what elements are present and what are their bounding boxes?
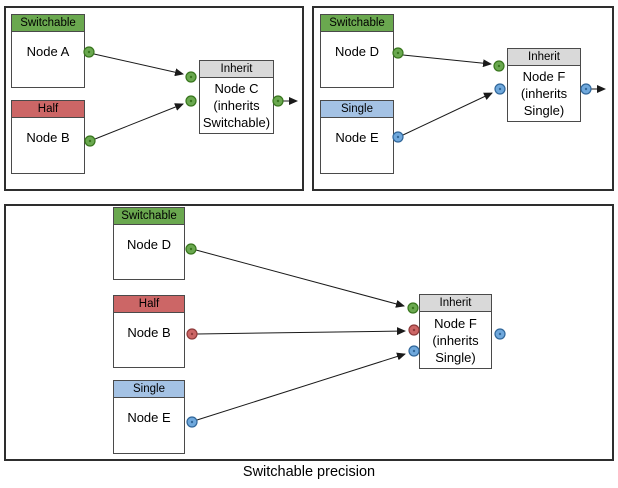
node-d-bottom: Switchable Node D — [113, 207, 185, 280]
node-b-bottom: Half Node B — [113, 295, 185, 368]
node-e-header: Single — [321, 101, 393, 118]
node-e-bottom-header: Single — [114, 381, 184, 398]
figure-caption: Switchable precision — [242, 464, 376, 480]
node-b-header: Half — [12, 101, 84, 118]
node-d-bottom-header: Switchable — [114, 208, 184, 225]
node-e-label: Node E — [335, 130, 379, 145]
node-f-bottom-header: Inherit — [420, 295, 491, 312]
node-f: Inherit Node F (inherits Single) — [507, 48, 581, 122]
node-e-bottom: Single Node E — [113, 380, 185, 454]
node-e-bottom-label: Node E — [127, 410, 171, 425]
node-b-bottom-label: Node B — [127, 324, 171, 340]
node-d-bottom-label: Node D — [126, 236, 172, 252]
node-d-header: Switchable — [321, 15, 393, 32]
node-f-bottom-label: Node F (inherits Single) — [432, 315, 479, 365]
node-f-label: Node F (inherits Single) — [520, 69, 568, 118]
node-c-label: Node C (inherits Switchable) — [202, 81, 271, 130]
node-e: Single Node E — [320, 100, 394, 174]
node-b: Half Node B — [11, 100, 85, 174]
node-c: Inherit Node C (inherits Switchable) — [199, 60, 274, 134]
node-b-bottom-header: Half — [114, 296, 184, 313]
node-b-label: Node B — [26, 130, 70, 145]
node-d: Switchable Node D — [320, 14, 394, 88]
node-a: Switchable Node A — [11, 14, 85, 88]
node-d-label: Node D — [334, 44, 380, 59]
node-a-label: Node A — [26, 44, 70, 59]
node-c-header: Inherit — [200, 61, 273, 78]
node-f-bottom: Inherit Node F (inherits Single) — [419, 294, 492, 369]
node-f-header: Inherit — [508, 49, 580, 66]
panel-bottom — [4, 204, 614, 461]
node-a-header: Switchable — [12, 15, 84, 32]
